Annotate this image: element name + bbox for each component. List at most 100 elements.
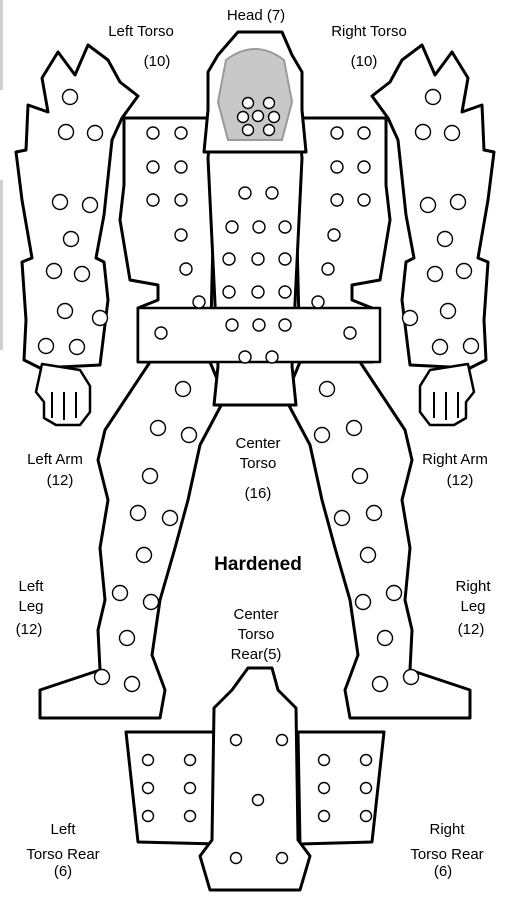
center-torso-armor-pip[interactable] <box>226 221 238 233</box>
right-leg-armor-pip[interactable] <box>367 506 382 521</box>
center-torso-armor-pip[interactable] <box>253 221 265 233</box>
right-leg-armor-pip[interactable] <box>315 428 330 443</box>
left-arm-armor-pip[interactable] <box>93 311 108 326</box>
right-arm-armor-pip[interactable] <box>457 264 472 279</box>
left-leg-armor-pip[interactable] <box>131 506 146 521</box>
right-torso-armor-pip[interactable] <box>358 194 370 206</box>
left-leg-armor-pip[interactable] <box>125 677 140 692</box>
right-arm-armor-pip[interactable] <box>438 232 453 247</box>
left-leg-armor-pip[interactable] <box>176 382 191 397</box>
right-arm-armor-pip[interactable] <box>416 125 431 140</box>
center-torso-armor-pip[interactable] <box>223 253 235 265</box>
right-leg-armor-pip[interactable] <box>373 677 388 692</box>
right-arm-armor-pip[interactable] <box>433 340 448 355</box>
right-leg-armor-pip[interactable] <box>404 670 419 685</box>
right-leg-armor-pip[interactable] <box>378 631 393 646</box>
left-torso-armor-pip[interactable] <box>175 161 187 173</box>
right-arm-armor-pip[interactable] <box>441 304 456 319</box>
center-torso-rear-armor-pip[interactable] <box>253 795 264 806</box>
right-leg-armor-pip[interactable] <box>335 511 350 526</box>
right-torso-rear-armor-pip[interactable] <box>319 811 330 822</box>
right-arm-armor-pip[interactable] <box>428 267 443 282</box>
right-torso-armor-pip[interactable] <box>331 194 343 206</box>
left-torso-armor-pip[interactable] <box>147 194 159 206</box>
left-arm-armor-pip[interactable] <box>53 195 68 210</box>
left-torso-armor-pip[interactable] <box>175 127 187 139</box>
center-torso-armor-pip[interactable] <box>226 319 238 331</box>
right-leg-armor-pip[interactable] <box>387 586 402 601</box>
left-torso-armor-pip[interactable] <box>175 229 187 241</box>
left-torso-armor-pip[interactable] <box>147 127 159 139</box>
left-leg-armor-pip[interactable] <box>151 421 166 436</box>
left-torso-rear-armor-pip[interactable] <box>143 811 154 822</box>
left-leg-armor-pip[interactable] <box>144 595 159 610</box>
left-arm-armor-pip[interactable] <box>75 267 90 282</box>
left-arm-armor-pip[interactable] <box>39 339 54 354</box>
right-torso-rear-armor-pip[interactable] <box>361 783 372 794</box>
head-armor-pip[interactable] <box>243 98 254 109</box>
center-torso-armor-pip[interactable] <box>279 221 291 233</box>
center-torso-rear-armor-pip[interactable] <box>277 853 288 864</box>
right-torso-rear-armor-pip[interactable] <box>361 811 372 822</box>
left-arm-armor-pip[interactable] <box>63 90 78 105</box>
left-leg-armor-pip[interactable] <box>120 631 135 646</box>
center-torso-armor-pip[interactable] <box>279 286 291 298</box>
left-leg-armor-pip[interactable] <box>143 469 158 484</box>
left-arm-armor-pip[interactable] <box>64 232 79 247</box>
right-leg-armor-pip[interactable] <box>356 595 371 610</box>
right-torso-armor-pip[interactable] <box>328 229 340 241</box>
left-torso-armor-pip[interactable] <box>147 161 159 173</box>
head-armor-pip[interactable] <box>264 125 275 136</box>
center-torso-armor-pip[interactable] <box>253 319 265 331</box>
head-armor-pip[interactable] <box>243 125 254 136</box>
left-arm-armor-pip[interactable] <box>47 264 62 279</box>
left-arm-armor-pip[interactable] <box>88 126 103 141</box>
right-torso-armor-pip[interactable] <box>358 127 370 139</box>
center-torso-armor-pip[interactable] <box>279 319 291 331</box>
right-leg-armor-pip[interactable] <box>353 469 368 484</box>
left-torso-rear-armor-pip[interactable] <box>143 755 154 766</box>
head-armor-pip[interactable] <box>238 112 249 123</box>
right-torso-armor-pip[interactable] <box>322 263 334 275</box>
center-torso-armor-pip[interactable] <box>239 351 251 363</box>
left-torso-armor-pip[interactable] <box>193 296 205 308</box>
center-torso-armor-pip[interactable] <box>266 187 278 199</box>
center-torso-armor-pip[interactable] <box>239 187 251 199</box>
right-arm-armor-pip[interactable] <box>451 195 466 210</box>
left-leg-armor-pip[interactable] <box>113 586 128 601</box>
left-leg-armor-pip[interactable] <box>163 511 178 526</box>
right-torso-rear-armor-pip[interactable] <box>319 783 330 794</box>
right-arm-armor-pip[interactable] <box>426 90 441 105</box>
right-torso-armor-pip[interactable] <box>344 327 356 339</box>
center-torso-armor-pip[interactable] <box>252 286 264 298</box>
right-torso-armor-pip[interactable] <box>331 127 343 139</box>
left-torso-rear-armor-pip[interactable] <box>143 783 154 794</box>
left-torso-armor-pip[interactable] <box>180 263 192 275</box>
right-torso-armor-pip[interactable] <box>331 161 343 173</box>
right-arm-armor-pip[interactable] <box>403 311 418 326</box>
left-arm-armor-pip[interactable] <box>70 340 85 355</box>
right-leg-armor-pip[interactable] <box>347 421 362 436</box>
right-torso-armor-pip[interactable] <box>358 161 370 173</box>
center-torso-armor-pip[interactable] <box>223 286 235 298</box>
left-leg-armor-pip[interactable] <box>182 428 197 443</box>
center-torso-rear-armor-pip[interactable] <box>231 735 242 746</box>
center-torso-armor-pip[interactable] <box>266 351 278 363</box>
head-armor-pip[interactable] <box>264 98 275 109</box>
left-torso-rear-armor-pip[interactable] <box>185 755 196 766</box>
left-leg-armor-pip[interactable] <box>95 670 110 685</box>
left-arm-armor-pip[interactable] <box>59 125 74 140</box>
right-leg-armor-pip[interactable] <box>361 548 376 563</box>
left-torso-armor-pip[interactable] <box>175 194 187 206</box>
right-torso-armor-pip[interactable] <box>312 296 324 308</box>
center-torso-armor-pip[interactable] <box>279 253 291 265</box>
left-torso-rear-armor-pip[interactable] <box>185 783 196 794</box>
left-torso-rear-armor-pip[interactable] <box>185 811 196 822</box>
left-leg-armor-pip[interactable] <box>137 548 152 563</box>
left-torso-armor-pip[interactable] <box>155 327 167 339</box>
left-arm-armor-pip[interactable] <box>83 198 98 213</box>
right-torso-rear-armor-pip[interactable] <box>361 755 372 766</box>
right-torso-rear-armor-pip[interactable] <box>319 755 330 766</box>
right-arm-armor-pip[interactable] <box>421 198 436 213</box>
head-armor-pip[interactable] <box>269 112 280 123</box>
